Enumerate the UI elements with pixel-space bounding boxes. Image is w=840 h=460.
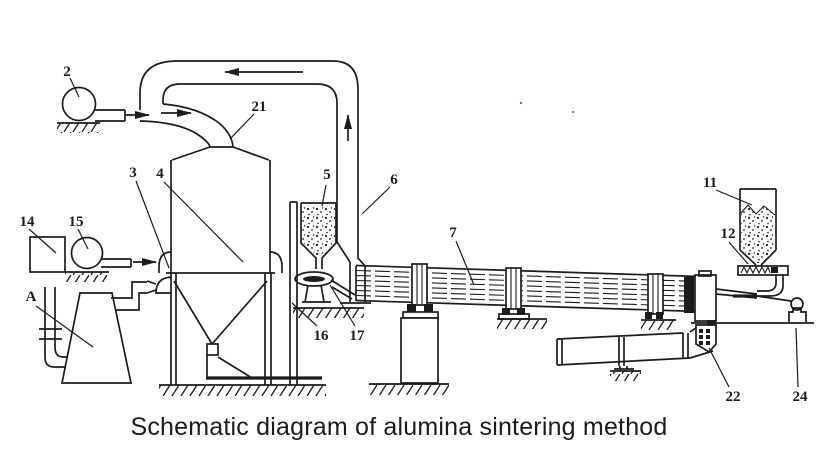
ground-hatch	[369, 384, 449, 395]
feed-chute	[330, 279, 356, 300]
kiln-tyre-support-3	[641, 273, 676, 330]
discharge-chute-22	[695, 324, 717, 354]
speck	[519, 101, 523, 105]
label-shell-3: 3	[129, 165, 137, 181]
label-kiln-7: 7	[449, 225, 457, 241]
leader-lines	[28, 77, 799, 388]
ground-hatch	[57, 123, 100, 133]
label-blower-15: 15	[69, 214, 84, 230]
control-box-14	[29, 236, 66, 273]
recycle-duct-loop	[139, 60, 366, 302]
cone-outlet	[206, 343, 219, 356]
speck	[571, 110, 575, 114]
label-hopper-5: 5	[323, 167, 331, 183]
kiln-inlet-hood	[340, 266, 371, 304]
ground-hatch	[641, 320, 676, 330]
label-roller-24: 24	[793, 389, 809, 405]
cyclone-vessel-3-4	[155, 146, 326, 396]
blower-15	[65, 236, 157, 282]
ground-hatch	[65, 272, 109, 282]
kiln-tyre-support-2	[497, 267, 547, 329]
blower-wheel	[70, 236, 104, 270]
material-fill	[302, 206, 335, 256]
label-coal-hopper-11: 11	[703, 175, 717, 191]
label-riser-6: 6	[390, 172, 398, 188]
ground-hatch	[610, 371, 641, 381]
ground-hatch	[497, 319, 547, 329]
pier	[400, 317, 439, 384]
pipe-roller-24	[788, 297, 807, 322]
label-chamber-4: 4	[156, 166, 164, 182]
label-fan-2: 2	[63, 64, 71, 80]
label-mixer-a: A	[26, 289, 37, 305]
down-pipe-16	[289, 201, 298, 385]
part-labels: 2 21 3 4 14 15 A 5 6 16 17 7 11 12 22 24	[20, 64, 809, 405]
fan-blower-2	[57, 86, 192, 133]
fan-wheel	[61, 86, 97, 122]
mixer-tank-a	[39, 280, 157, 384]
caption: Schematic diagram of alumina sintering m…	[130, 413, 668, 441]
coal-pipe	[757, 274, 784, 297]
kiln-end-ring	[684, 277, 694, 313]
label-box-14: 14	[20, 214, 36, 230]
label-down-pipe-16: 16	[314, 328, 330, 344]
inlet-duct-21	[139, 103, 234, 148]
coal-hopper-11	[739, 188, 777, 266]
cooler-drum	[556, 325, 714, 381]
feed-hopper-5	[300, 202, 337, 269]
label-feeder-17: 17	[350, 328, 366, 344]
label-inlet-duct-21: 21	[252, 99, 267, 115]
ground-hatch	[159, 385, 326, 396]
label-coal-feeder-12: 12	[721, 226, 736, 242]
ground-hatch	[293, 308, 364, 318]
kiln-tyre-support-1	[369, 263, 449, 395]
rotary-feeder-17	[293, 271, 364, 318]
coal-feeder-12	[737, 265, 789, 297]
pipe-flange	[39, 328, 62, 340]
coal-fill	[741, 206, 775, 263]
rotary-kiln-7	[355, 263, 700, 395]
label-discharge-22: 22	[726, 389, 741, 405]
